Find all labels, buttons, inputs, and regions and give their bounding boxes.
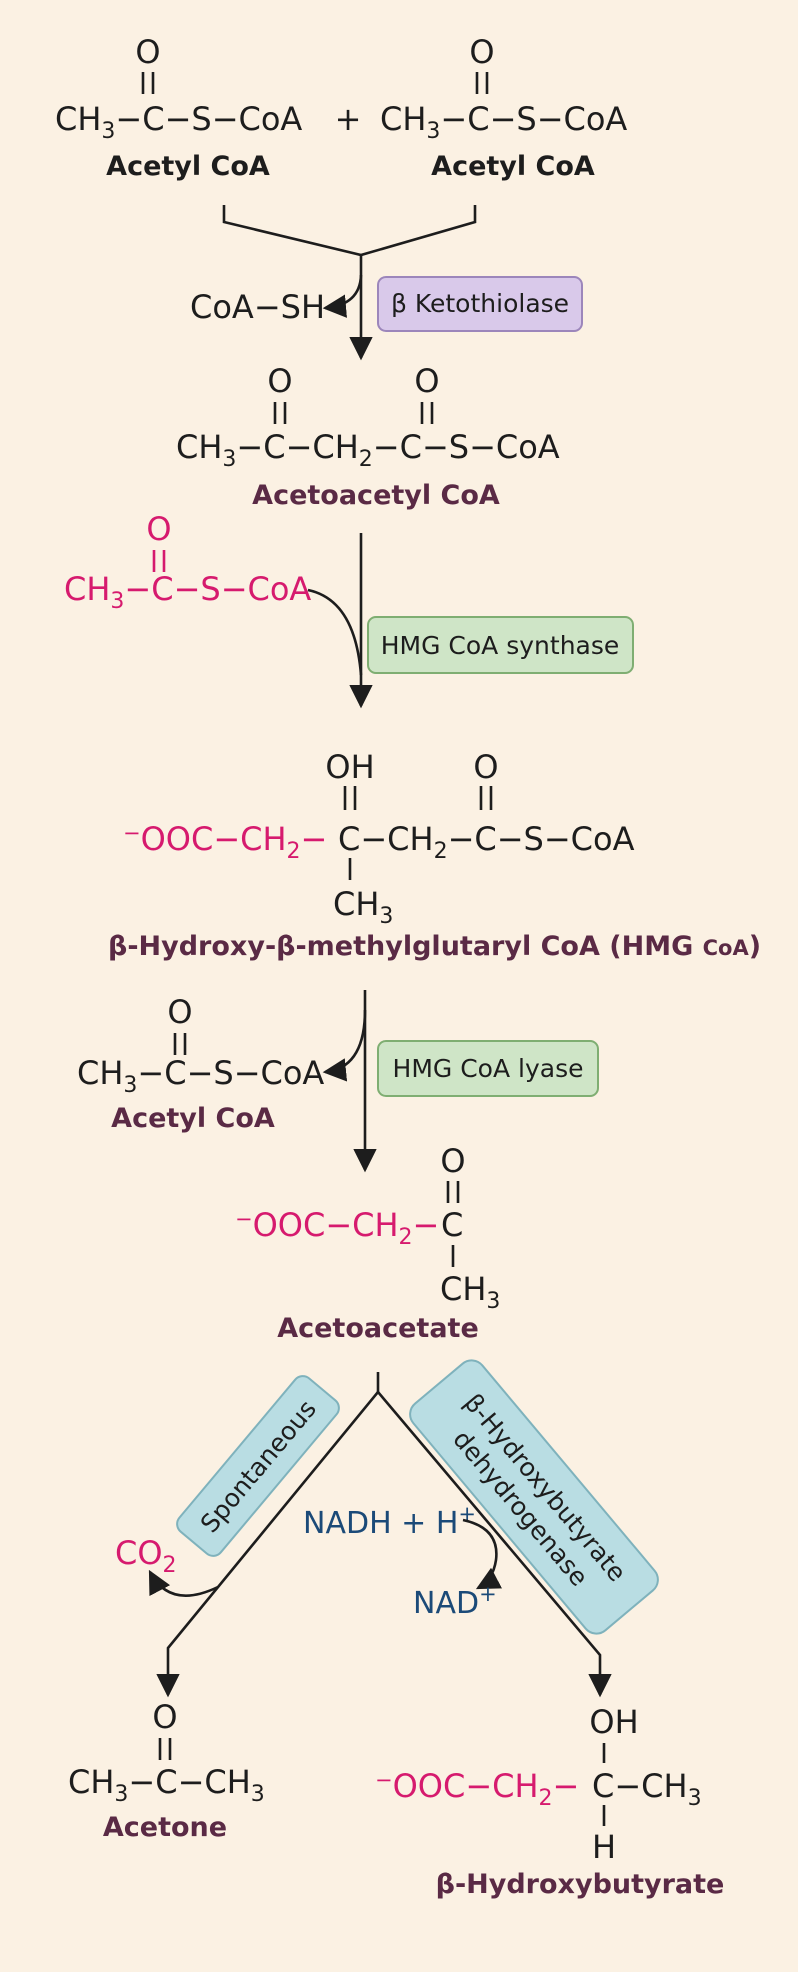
hmg-coa-label: β-Hydroxy-β-methylglutaryl CoA (HMG CoA) [108, 931, 761, 962]
svg-text:O: O [167, 993, 192, 1031]
coa-sh-release-arrow [322, 274, 363, 318]
svg-text:C−CH3: C−CH3 [592, 1767, 702, 1811]
svg-text:O: O [146, 510, 171, 548]
svg-text:CH3: CH3 [333, 885, 393, 929]
svg-text:C: C [441, 1206, 463, 1244]
hydroxybutyrate-label: β-Hydroxybutyrate [436, 1869, 725, 1900]
svg-text:C−CH2−C−S−CoA: C−CH2−C−S−CoA [338, 820, 635, 864]
acetoacetate-label: Acetoacetate [277, 1313, 479, 1344]
svg-text:OH: OH [589, 1703, 638, 1741]
svg-text:−OOC−CH2−: −OOC−CH2− [375, 1767, 579, 1811]
condensation-bracket [222, 205, 477, 257]
svg-text:O: O [440, 1142, 465, 1180]
svg-text:O: O [152, 1698, 177, 1736]
svg-text:O: O [469, 33, 494, 71]
svg-text:CH3−C−CH2−C−S−CoA: CH3−C−CH2−C−S−CoA [176, 428, 560, 472]
hmg-coa-structure: OH O −OOC−CH2− C−CH2−C−S−CoA CH3 [123, 748, 635, 929]
svg-text:CH3−C−S−CoA: CH3−C−S−CoA [55, 100, 302, 144]
svg-text:H: H [592, 1828, 616, 1866]
svg-text:CH3−C−CH3: CH3−C−CH3 [68, 1763, 265, 1807]
co2-label: CO2 [115, 1534, 177, 1578]
coa-sh-label: CoA−SH [190, 288, 325, 326]
acetoacetyl-coa-structure: O O CH3−C−CH2−C−S−CoA [176, 362, 560, 472]
acetyl-coa-label-2: Acetyl CoA [431, 151, 595, 182]
hmg-lyase-label: HMG CoA lyase [393, 1054, 584, 1083]
hmg-lyase-enzyme-box: HMG CoA lyase [377, 1040, 599, 1097]
svg-text:CH3: CH3 [440, 1270, 500, 1314]
svg-text:CH3−C−S−CoA: CH3−C−S−CoA [380, 100, 627, 144]
svg-text:CH3−C−S−CoA: CH3−C−S−CoA [77, 1054, 324, 1098]
acetoacetyl-coa-label: Acetoacetyl CoA [252, 480, 500, 511]
acetyl-coa-label-1: Acetyl CoA [106, 151, 270, 182]
hmg-synthase-enzyme-box: HMG CoA synthase [367, 616, 634, 674]
acetone-structure: O CH3−C−CH3 [68, 1698, 265, 1807]
acetoacetate-structure: O −OOC−CH2− C CH3 [235, 1142, 500, 1314]
svg-text:CH3−C−S−CoA: CH3−C−S−CoA [64, 570, 311, 614]
acetyl-coa-structure-2: O CH3−C−S−CoA [380, 33, 627, 144]
ketothiolase-enzyme-box: β Ketothiolase [377, 276, 583, 332]
acetyl-coa-structure-1: O CH3−C−S−CoA [55, 33, 302, 144]
svg-text:−OOC−CH2−: −OOC−CH2− [235, 1206, 439, 1250]
svg-text:O: O [267, 362, 292, 400]
nadh-oxidation-arrow [462, 1518, 503, 1590]
hmg-synthase-label: HMG CoA synthase [381, 631, 620, 660]
svg-text:OH: OH [325, 748, 374, 786]
svg-text:O: O [135, 33, 160, 71]
nad-label: NAD+ [413, 1582, 497, 1621]
svg-text:−OOC−CH2−: −OOC−CH2− [123, 820, 327, 864]
svg-text:O: O [414, 362, 439, 400]
spontaneous-branch-arrow [156, 1391, 380, 1698]
acetyl-coa-entry-arrow [307, 588, 363, 676]
acetyl-coa-release-arrow [322, 1009, 367, 1082]
ketothiolase-label: β Ketothiolase [391, 289, 569, 318]
hydroxybutyrate-structure: OH −OOC−CH2− C−CH3 H [375, 1703, 702, 1866]
plus-sign: + [335, 100, 362, 138]
co2-release-arrow [148, 1569, 219, 1597]
acetyl-coa-reactant-pink: O CH3−C−S−CoA [64, 510, 311, 614]
acetone-label: Acetone [103, 1812, 227, 1843]
dehydrogenase-branch-arrow [377, 1391, 612, 1698]
acetyl-coa-product-structure: O CH3−C−S−CoA [77, 993, 324, 1098]
nadh-label: NADH + H+ [303, 1502, 476, 1541]
svg-text:O: O [473, 748, 498, 786]
acetyl-coa-product-label: Acetyl CoA [111, 1103, 275, 1134]
